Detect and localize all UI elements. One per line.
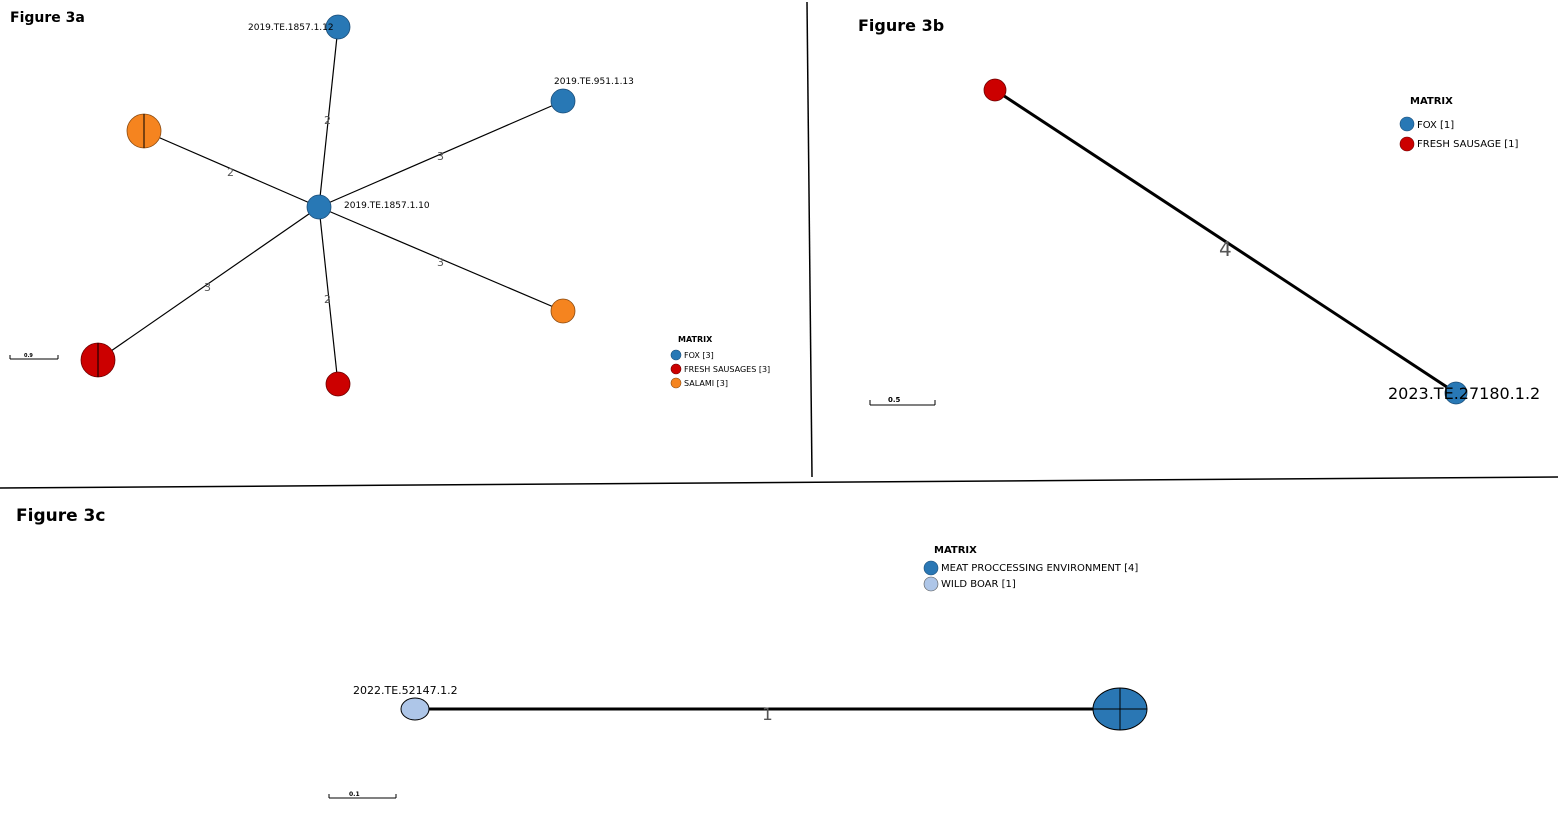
fig3a-edge-label-topright: 3 bbox=[437, 150, 444, 163]
figure-3c-title: Figure 3c bbox=[16, 506, 105, 526]
fig3a-edge-orange-big bbox=[143, 130, 320, 208]
fig3a-edge-label-red-big: 3 bbox=[204, 281, 211, 294]
fig3a-edge-orange-small bbox=[318, 206, 564, 312]
fig3a-edges bbox=[97, 26, 564, 385]
fig3a-legend-item-salami: SALAMI [3] bbox=[684, 379, 728, 388]
fig3a-edge-label-orange-big: 2 bbox=[227, 166, 234, 179]
fig3a-edge-red-small bbox=[318, 206, 339, 385]
fig3a-edge-label-red-small: 2 bbox=[324, 293, 331, 306]
fig3a-legend-item-fox: FOX [3] bbox=[684, 351, 714, 360]
fig3c-scale-bar: 0.1 bbox=[328, 791, 397, 799]
fig3a-legend-title: MATRIX bbox=[678, 335, 713, 344]
fig3c-legend-item-wild-boar: WILD BOAR [1] bbox=[941, 579, 1016, 590]
fig3c-legend-title: MATRIX bbox=[934, 545, 977, 556]
figure-3a: Figure 3a 2 3 2 3 3 2 bbox=[9, 10, 770, 397]
fig3b-edge bbox=[994, 88, 1457, 395]
fig3b-edge-label: 4 bbox=[1219, 237, 1232, 261]
fig3a-node-topright bbox=[550, 88, 576, 114]
fig3a-edge-topright bbox=[318, 100, 564, 208]
fig3b-legend-title: MATRIX bbox=[1410, 96, 1453, 107]
fig3a-node-orange-small bbox=[550, 298, 576, 324]
fig3a-edge-red-big bbox=[97, 206, 320, 361]
figure-3b: Figure 3b 4 2023.TE.27180.1.2 0.5 MATRIX… bbox=[858, 16, 1540, 406]
fig3b-node-red bbox=[983, 78, 1007, 102]
fig3a-scale-bar: 0.9 bbox=[9, 353, 59, 360]
fig3b-legend-item-fox: FOX [1] bbox=[1417, 120, 1454, 131]
fig3b-legend-item-fresh-sausage: FRESH SAUSAGE [1] bbox=[1417, 139, 1518, 150]
fig3c-legend-item-meat-env: MEAT PROCCESSING ENVIRONMENT [4] bbox=[941, 563, 1138, 574]
fig3b-node-blue bbox=[1444, 381, 1468, 405]
fig3b-scale-bar: 0.5 bbox=[869, 396, 936, 406]
fig3c-scale-label: 0.1 bbox=[349, 791, 360, 798]
fig3a-node-label-top: 2019.TE.1857.1.12 bbox=[248, 23, 334, 33]
fig3a-scale-label: 0.9 bbox=[24, 353, 33, 359]
fig3a-node-label-topright: 2019.TE.951.1.13 bbox=[554, 77, 634, 87]
fig3a-node-red-big bbox=[80, 342, 116, 378]
fig3a-node-red-small bbox=[325, 371, 351, 397]
horizontal-divider bbox=[0, 476, 1558, 489]
figure-3b-title: Figure 3b bbox=[858, 16, 944, 35]
vertical-divider bbox=[806, 1, 813, 478]
fig3b-legend: MATRIX FOX [1] FRESH SAUSAGE [1] bbox=[1399, 96, 1518, 152]
fig3a-legend: MATRIX FOX [3] FRESH SAUSAGES [3] SALAMI… bbox=[670, 335, 770, 389]
fig3b-scale-label: 0.5 bbox=[888, 396, 901, 404]
fig3a-node-top bbox=[325, 14, 351, 40]
fig3c-node-label-wildboar: 2022.TE.52147.1.2 bbox=[353, 684, 458, 697]
figure-3c: Figure 3c 1 2022.TE.52147.1.2 0.1 MATRIX… bbox=[16, 506, 1148, 799]
fig3a-node-center bbox=[306, 194, 332, 220]
fig3c-legend: MATRIX MEAT PROCCESSING ENVIRONMENT [4] … bbox=[923, 545, 1138, 592]
fig3c-edge-label: 1 bbox=[762, 705, 773, 725]
fig3b-node-label-blue: 2023.TE.27180.1.2 bbox=[1388, 384, 1540, 403]
fig3a-node-label-center: 2019.TE.1857.1.10 bbox=[344, 201, 430, 211]
fig3a-edge-label-top: 2 bbox=[324, 114, 331, 127]
figure-3a-title: Figure 3a bbox=[10, 10, 85, 26]
fig3a-legend-item-fresh-sausages: FRESH SAUSAGES [3] bbox=[684, 365, 770, 374]
fig3a-edge-top bbox=[318, 26, 339, 208]
fig3a-edge-label-orange-small: 3 bbox=[437, 256, 444, 269]
fig3c-node-wildboar bbox=[400, 697, 430, 721]
fig3c-node-meat bbox=[1092, 687, 1148, 731]
fig3a-node-orange-big bbox=[126, 113, 162, 149]
